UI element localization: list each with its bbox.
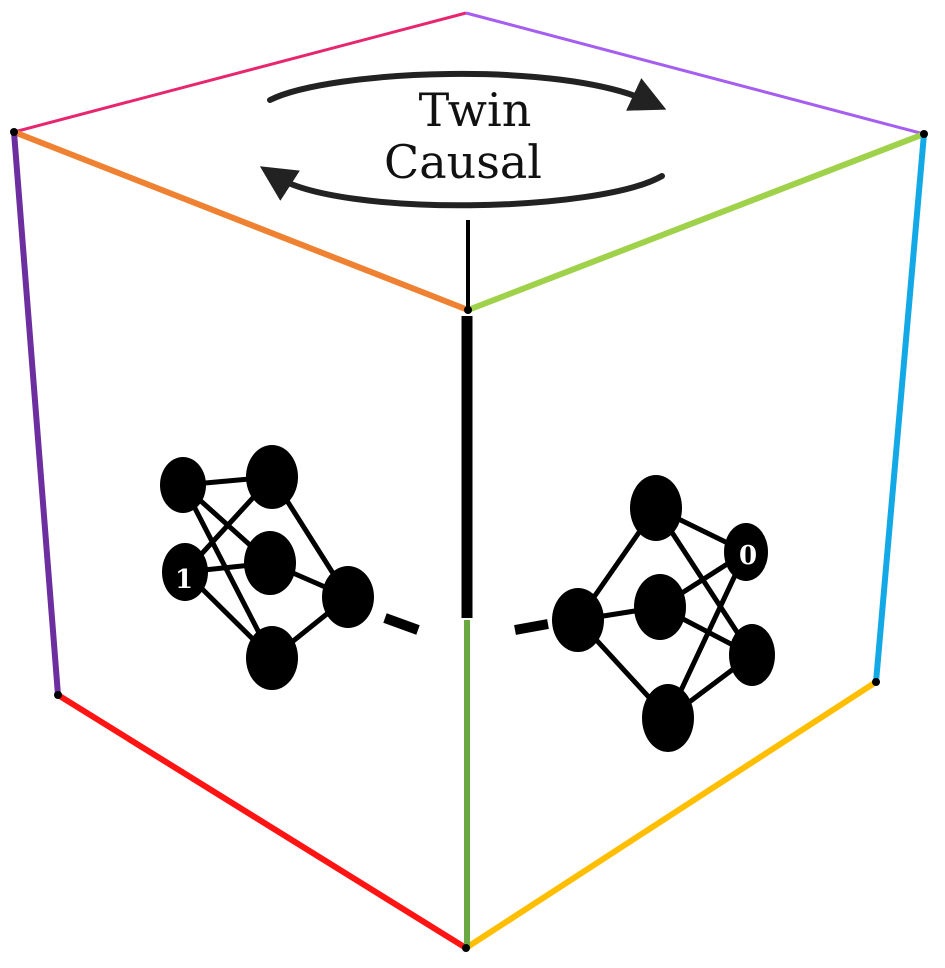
right-network-nodes <box>552 475 775 752</box>
left-network: 1 <box>160 445 374 690</box>
network-node <box>322 566 374 628</box>
corner-dot <box>10 128 18 136</box>
corner-dot <box>872 678 880 686</box>
network-node <box>729 624 775 686</box>
corner-dot <box>464 306 472 314</box>
network-node <box>244 531 296 595</box>
edge-top-right <box>465 11 925 136</box>
network-node <box>642 684 694 752</box>
right-dash <box>514 619 549 635</box>
corner-dot <box>54 691 62 699</box>
left-network-label: 1 <box>175 565 193 595</box>
network-node <box>724 523 768 581</box>
edge-left-vertical <box>11 131 61 696</box>
title-line-1: Twin <box>419 83 532 137</box>
network-connection-dashes <box>383 613 549 635</box>
left-dash <box>383 613 420 635</box>
edge-bottom-left <box>56 692 468 951</box>
cycle-arrows <box>259 70 667 209</box>
left-network-nodes <box>160 445 374 690</box>
corner-dots <box>10 128 928 952</box>
edge-top-left <box>13 11 467 134</box>
corner-dot <box>920 130 928 138</box>
network-node <box>162 543 208 601</box>
corner-dot <box>462 944 470 952</box>
network-node <box>552 588 604 652</box>
edge-front-right-top <box>466 131 926 313</box>
network-node <box>246 445 298 509</box>
network-node <box>246 626 298 690</box>
right-network: 0 <box>552 475 775 752</box>
cube-edges <box>11 11 927 951</box>
cycle-arrow-top-icon <box>267 70 667 111</box>
right-network-label: 0 <box>739 541 757 571</box>
network-node <box>634 574 686 640</box>
cycle-arrow-bottom-icon <box>259 166 665 209</box>
edge-bottom-right <box>464 679 878 951</box>
network-node <box>630 475 682 541</box>
title-line-2: Causal <box>384 135 542 189</box>
edge-right-vertical <box>873 133 927 683</box>
edge-front-left-top <box>12 129 470 313</box>
network-node <box>160 457 206 513</box>
